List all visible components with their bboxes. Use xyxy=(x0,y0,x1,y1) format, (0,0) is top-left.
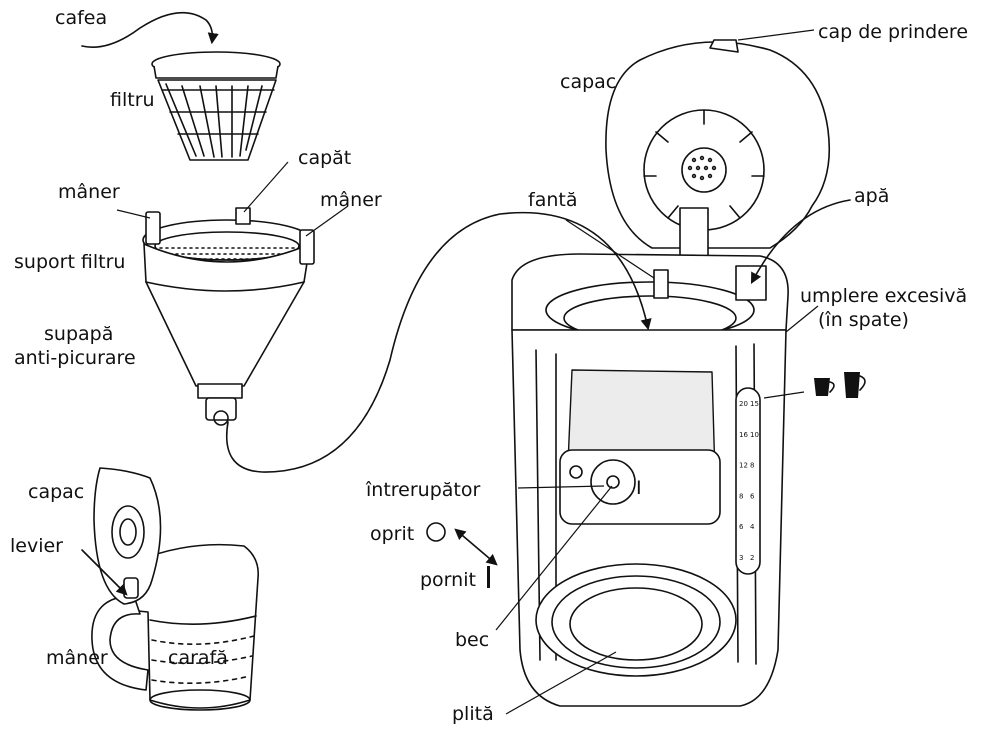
coffee-arrow xyxy=(81,11,219,48)
label-capat: capăt xyxy=(298,147,351,169)
label-fanta: fantă xyxy=(528,189,577,211)
gauge-tick-right: 15 xyxy=(750,400,759,408)
gauge-tick-right: 10 xyxy=(750,431,759,439)
label-intrerupator: întrerupător xyxy=(365,479,480,501)
label-oprit: oprit xyxy=(370,523,414,545)
gauge-tick-left: 16 xyxy=(739,431,748,439)
carafe xyxy=(91,467,260,711)
label-pornit: pornit xyxy=(420,569,476,591)
gauge-tick-left: 20 xyxy=(739,400,748,408)
gauge-tick-right: 6 xyxy=(750,492,755,500)
gauge-tick-left: 8 xyxy=(739,492,743,500)
gauge-tick-left: 12 xyxy=(739,462,748,470)
off-circle-icon xyxy=(426,522,446,542)
gauge-tick-left: 3 xyxy=(739,554,743,562)
switch-mark: I xyxy=(636,477,642,499)
label-cap-de-prindere: cap de prindere xyxy=(818,21,968,43)
label-filtru: filtru xyxy=(110,89,155,111)
label-plita: plită xyxy=(452,703,494,725)
filter-holder xyxy=(142,207,315,426)
gauge-tick-left: 6 xyxy=(739,523,744,531)
gauge-tick-right: 8 xyxy=(750,462,754,470)
filter-to-maker-arrow xyxy=(226,211,652,473)
label-supapa-1: supapă xyxy=(44,323,113,345)
gauge-tick-right: 2 xyxy=(750,554,754,562)
lever-arrow xyxy=(81,549,128,596)
coffee-maker xyxy=(511,39,831,707)
label-capac-maker: capac xyxy=(560,71,616,93)
label-levier: levier xyxy=(10,535,63,557)
label-supapa-2: anti-picurare xyxy=(14,347,136,369)
label-suport-filtru: suport filtru xyxy=(14,251,125,273)
label-umplere-2: (în spate) xyxy=(818,309,909,331)
label-maner-carafe: mâner xyxy=(46,647,108,669)
label-cafea: cafea xyxy=(55,7,107,29)
label-carafa: carafă xyxy=(168,647,228,669)
label-apa: apă xyxy=(854,185,889,207)
cup-icons xyxy=(814,372,866,398)
gauge-tick-right: 4 xyxy=(750,523,755,531)
filter-basket xyxy=(151,51,281,161)
label-maner-right: mâner xyxy=(320,189,382,211)
label-capac-carafe: capac xyxy=(28,481,84,503)
label-maner-left: mâner xyxy=(58,181,120,203)
onoff-arrow xyxy=(454,528,498,566)
on-bar-icon xyxy=(487,566,490,588)
water-arrow xyxy=(750,199,851,284)
label-bec: bec xyxy=(455,629,489,651)
label-umplere-1: umplere excesivă xyxy=(800,285,967,307)
